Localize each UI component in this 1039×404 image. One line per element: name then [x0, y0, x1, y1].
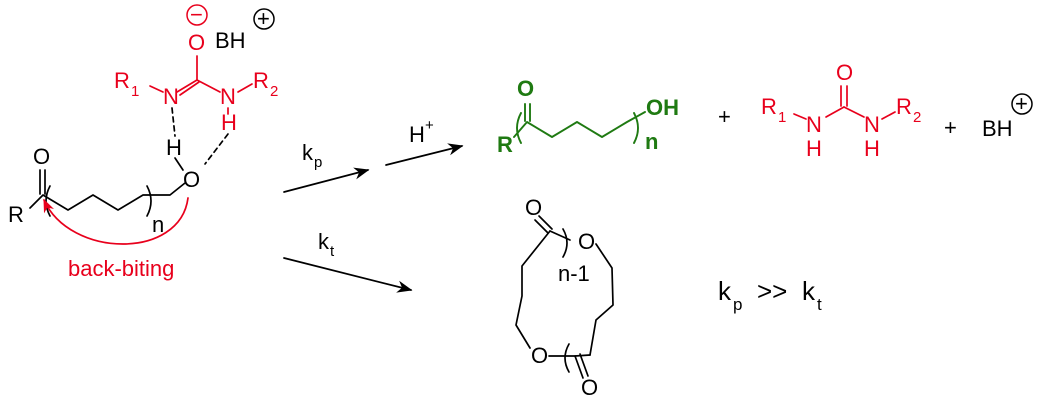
plus-sign-1: + — [718, 104, 731, 129]
r2-subscript: 2 — [270, 83, 278, 100]
urea-r2-label: R — [896, 94, 912, 119]
urea-carbonyl-oxygen: O — [836, 60, 853, 85]
minus-charge-circle — [186, 4, 208, 26]
kt-subscript: t — [330, 243, 335, 260]
repeat-unit-n: n — [152, 212, 164, 237]
regenerated-bh-charge-circle — [1011, 93, 1033, 115]
relation-kp-subscript: p — [733, 295, 742, 314]
neutral-urea: O R 1 N H N H R 2 — [761, 60, 921, 161]
urea-h2: H — [864, 136, 880, 161]
termination-pathway: k t — [283, 229, 413, 293]
chain-end-oxygen: O — [183, 167, 200, 192]
ring-top-carbonyl-oxygen: O — [525, 195, 542, 220]
ring-top-oxygen: O — [578, 229, 595, 254]
kp-arrow-2 — [385, 143, 464, 166]
urea-nh-hydrogen: H — [221, 110, 237, 135]
plus-sign: + — [257, 6, 270, 31]
urea-n-right: N — [220, 84, 236, 109]
urea-r2-subscript: 2 — [913, 109, 921, 126]
regenerated-bh: BH — [982, 116, 1013, 141]
urea-h1: H — [806, 136, 822, 161]
urea-anion-oxygen: O — [188, 30, 205, 55]
back-biting-arrow — [43, 197, 189, 245]
kp-label: k — [302, 140, 314, 165]
kt-arrow — [283, 257, 413, 293]
chain-carbonyl-oxygen: O — [33, 144, 50, 169]
ring-bottom-carbonyl-oxygen: O — [581, 375, 598, 400]
chain-r-group: R — [8, 202, 24, 227]
plus-sign-2: + — [944, 115, 957, 140]
rate-relation: k p >> k t — [718, 276, 822, 314]
relation-kt-subscript: t — [817, 295, 822, 314]
ring-repeat-n-minus-1: n-1 — [558, 261, 590, 286]
plus-charge-circle — [253, 8, 275, 30]
back-biting-label: back-biting — [68, 256, 174, 281]
r1-subscript: 1 — [131, 83, 139, 100]
kt-label: k — [318, 229, 330, 254]
r1-label: R — [114, 68, 130, 93]
polyester-product: O R OH n — [497, 76, 679, 157]
product-carbonyl-oxygen: O — [517, 76, 534, 101]
relation-kt: k — [802, 276, 816, 306]
kp-arrow-1 — [283, 167, 370, 193]
propagation-pathway: k p H + — [283, 117, 464, 193]
r2-label: R — [253, 68, 269, 93]
urea-n-left: N — [163, 84, 179, 109]
kp-subscript: p — [314, 154, 322, 171]
cyclic-oligomer: O O O O n-1 — [515, 195, 614, 400]
product-hydroxyl: OH — [646, 95, 679, 120]
urea-n2: N — [864, 112, 880, 137]
minus-sign: − — [190, 2, 203, 27]
relation-operator: >> — [757, 276, 787, 306]
polymer-chain-end: H O O R n back-biting — [8, 135, 200, 281]
urea-r1-label: R — [761, 94, 777, 119]
catalyst-complex: − O BH + R 1 N N R 2 H — [114, 2, 278, 165]
urea-r1-subscript: 1 — [778, 109, 786, 126]
regenerated-bh-plus: + — [1015, 91, 1028, 116]
product-repeat-n: n — [645, 129, 658, 154]
product-r-group: R — [497, 132, 513, 157]
relation-kp: k — [718, 276, 732, 306]
ring-bottom-oxygen: O — [531, 343, 548, 368]
proton-label: H — [409, 122, 425, 147]
chain-end-hydrogen: H — [166, 135, 182, 160]
urea-n1: N — [806, 112, 822, 137]
proton-superscript: + — [425, 117, 434, 134]
bh-label: BH — [215, 28, 246, 53]
